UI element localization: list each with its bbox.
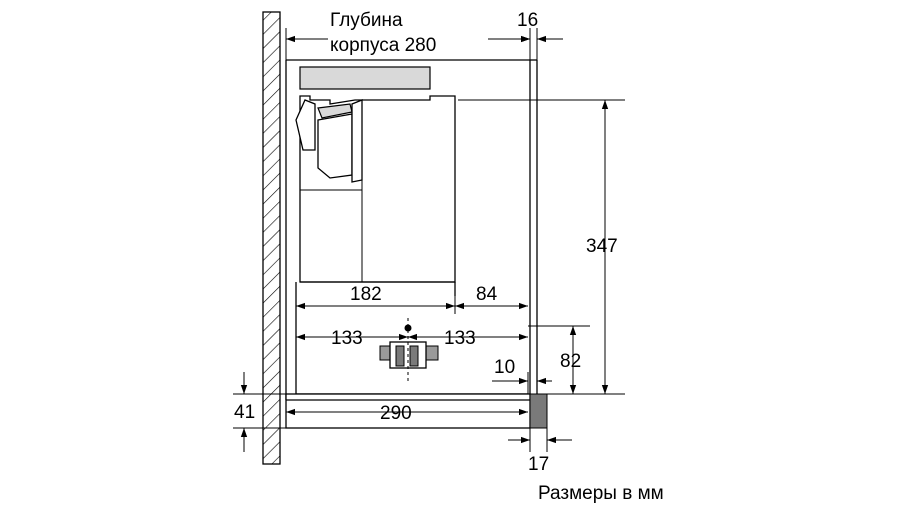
front-panel <box>285 393 548 429</box>
dim-347-value: 347 <box>586 236 618 257</box>
wall <box>262 11 281 465</box>
dim-84-value: 84 <box>476 284 498 305</box>
dim-17-value: 17 <box>528 454 549 475</box>
dim-182-value: 182 <box>350 284 382 305</box>
dim-17 <box>508 428 572 452</box>
cabinet-outline <box>285 59 538 400</box>
dim-10 <box>492 372 552 394</box>
dim-41 <box>233 372 286 452</box>
depth-label-line1: Глубина <box>330 10 403 31</box>
dim-133-133 <box>295 325 590 344</box>
dim-182-84 <box>295 288 528 314</box>
dim-133-left-value: 133 <box>331 328 363 349</box>
depth-label-line2: корпуса 280 <box>330 35 436 56</box>
hood-upper-body <box>295 66 456 283</box>
dim-16-value: 16 <box>517 10 538 31</box>
dim-82 <box>547 326 590 395</box>
dim-290-value: 290 <box>380 403 412 424</box>
dim-41-value: 41 <box>234 402 255 423</box>
dim-16 <box>510 28 563 60</box>
units-note: Размеры в мм <box>538 483 664 504</box>
dim-82-value: 82 <box>560 351 581 372</box>
dim-10-value: 10 <box>494 357 515 378</box>
motor-unit <box>379 318 439 384</box>
dim-133-right-value: 133 <box>444 328 476 349</box>
